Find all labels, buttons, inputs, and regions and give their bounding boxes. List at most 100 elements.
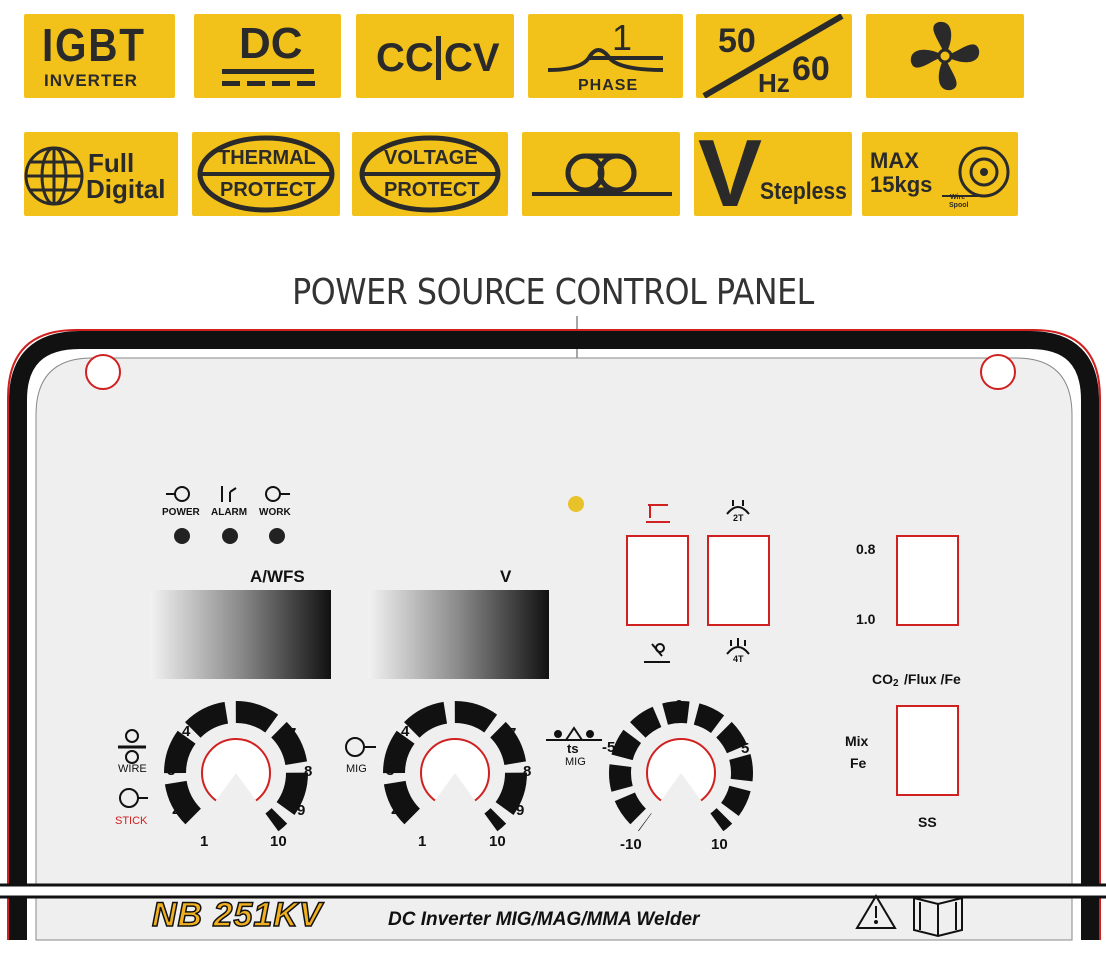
knob2-scale-1: 1	[418, 833, 427, 850]
wire-feed-rollers-icon	[532, 153, 672, 196]
max-spool-badge: MAX 15kgs Wire Spool	[862, 132, 1018, 216]
cc-cv-badge: CC CV	[356, 14, 514, 98]
warning-triangle-icon	[855, 894, 897, 929]
model-description: DC Inverter MIG/MAG/MMA Welder	[388, 909, 700, 930]
gas-ss-label: SS	[918, 814, 937, 830]
knob2-scale-7: 7	[508, 725, 517, 742]
knob1-scale-10: 10	[270, 833, 287, 850]
trigger-2t-icon	[726, 500, 750, 515]
alarm-icon	[221, 486, 237, 502]
full-label: Full	[88, 148, 135, 178]
indicator-label-power: POWER	[162, 507, 200, 518]
mig-voltage-icon	[345, 737, 376, 757]
trigger-2t-label: 2T	[733, 513, 744, 523]
gas-header-label: /Flux /Fe	[904, 671, 961, 687]
knob3-scale-minus5: -5	[602, 739, 616, 756]
mig-voltage-label: MIG	[346, 763, 367, 775]
phase-wave-icon	[547, 48, 664, 72]
globe-icon	[24, 146, 84, 206]
trigger-4t-label: 4T	[733, 654, 744, 664]
knob1-scale-3: 3	[167, 762, 176, 779]
knob2-scale-6: 6	[474, 703, 483, 720]
phase-label: PHASE	[578, 77, 639, 94]
callout-dot	[568, 496, 584, 512]
max-label: MAX	[870, 148, 919, 173]
stick-current-icon	[119, 788, 148, 808]
voltage-display-label: V	[500, 567, 512, 586]
thermal-protect-badge: THERMAL PROTECT	[192, 132, 340, 216]
digital-label: Digital	[86, 174, 166, 204]
knob1-scale-2: 2	[172, 801, 181, 818]
voltage-oval	[359, 135, 501, 213]
dc-badge: DC	[194, 14, 341, 98]
model-name: NB 251KV	[151, 896, 323, 934]
igbt-inverter-badge: IGBT INVERTER	[24, 14, 175, 98]
knob1-scale-8: 8	[304, 763, 313, 780]
knob1-scale-6: 6	[255, 703, 264, 720]
spool-small: Spool	[949, 202, 969, 209]
knob3-scale-minus10: -10	[620, 836, 642, 853]
dc-symbol-icon	[222, 69, 315, 86]
knob2-scale-3: 3	[386, 762, 395, 779]
knob2-scale-10: 10	[489, 833, 506, 850]
section-title: POWER SOURCE CONTROL PANEL	[292, 272, 814, 313]
knob1-scale-4: 4	[182, 723, 191, 740]
thermal-oval	[197, 135, 335, 213]
igbt-label: IGBT	[42, 19, 146, 71]
trigger-switch	[707, 535, 770, 626]
stick-electrode-icon	[644, 643, 670, 663]
knob2-scale-8: 8	[523, 763, 532, 780]
knob1-scale-5: 5	[213, 703, 222, 720]
fan-icon	[910, 21, 980, 91]
voltage-protect-badge: VOLTAGE PROTECT	[352, 132, 508, 216]
knob1-scale-9: 9	[297, 802, 306, 819]
gas-mix-label: Mix	[845, 733, 869, 749]
gas-type-switch	[896, 705, 959, 796]
work-icon	[265, 486, 290, 502]
manual-book-icon	[913, 896, 963, 938]
trigger-4t-icon	[726, 638, 750, 655]
phase-number: 1	[612, 17, 633, 58]
mode-switch	[626, 535, 689, 626]
thermal-protect-label: PROTECT	[220, 179, 316, 201]
kgs-label: 15kgs	[870, 172, 933, 197]
inverter-label: INVERTER	[44, 71, 138, 90]
cc-cv-divider	[436, 36, 441, 80]
full-digital-badge: Full Digital	[24, 132, 178, 216]
stepless-label: Stepless	[760, 178, 847, 205]
wire-label: WIRE	[118, 763, 147, 775]
freq-50: 50	[718, 22, 756, 60]
wire-small: Wire	[950, 194, 966, 201]
wire-spool-icon	[942, 146, 1010, 198]
wire-size-10: 1.0	[856, 611, 876, 627]
knob1-scale-7: 7	[288, 725, 297, 742]
fan-badge	[866, 14, 1024, 98]
thermal-label: THERMAL	[218, 147, 316, 169]
knob3-scale-0: 0	[675, 697, 684, 714]
frequency-badge: 50 60 Hz	[696, 14, 852, 98]
current-display	[150, 590, 331, 679]
inductance-ts-label: ts	[567, 741, 579, 756]
wire-size-switch	[896, 535, 959, 626]
voltage-display	[368, 590, 549, 679]
gas-co2-label: CO2	[872, 671, 899, 689]
knob2-scale-5: 5	[433, 703, 442, 720]
wire-feed-badge	[522, 132, 680, 216]
indicator-label-alarm: ALARM	[211, 507, 248, 518]
wire-icon	[118, 729, 146, 764]
inductance-icon	[546, 726, 602, 741]
mig-torch-icon	[646, 504, 670, 523]
knob2-scale-2: 2	[391, 801, 400, 818]
indicator-label-work: WORK	[259, 507, 291, 518]
voltage-protect-label: PROTECT	[384, 179, 480, 201]
frequency-slash	[702, 14, 844, 98]
knob3-scale-5: 5	[741, 740, 750, 757]
knob1-scale-1: 1	[200, 833, 209, 850]
stick-label: STICK	[115, 815, 148, 827]
wire-size-08: 0.8	[856, 541, 876, 557]
knob3-scale-10: 10	[711, 836, 728, 853]
indicator-leds	[174, 528, 285, 544]
cv-label: CV	[444, 36, 500, 80]
freq-60: 60	[792, 50, 830, 88]
